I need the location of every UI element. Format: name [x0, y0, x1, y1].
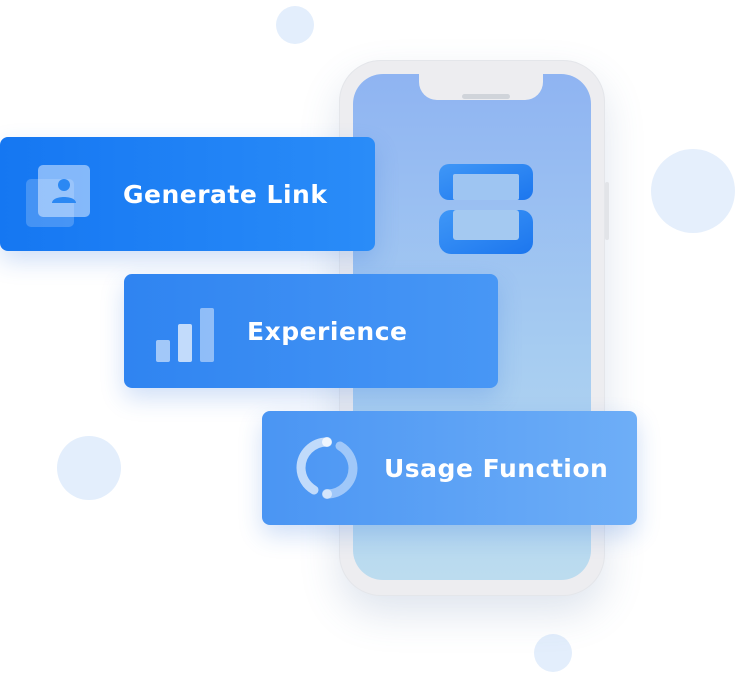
- phone-speaker: [462, 94, 510, 99]
- phone-side-button: [605, 182, 609, 240]
- decor-dot-top: [276, 6, 314, 44]
- decor-dot-bottom: [534, 634, 572, 672]
- experience-card[interactable]: Experience: [124, 274, 498, 388]
- scan-frame-icon: [439, 164, 533, 254]
- generate-link-card[interactable]: Generate Link: [0, 137, 375, 251]
- generate-link-label: Generate Link: [123, 179, 328, 209]
- refresh-icon: [296, 437, 358, 499]
- usage-function-card[interactable]: Usage Function: [262, 411, 637, 525]
- user-card-icon: [26, 165, 90, 227]
- decor-dot-left: [57, 436, 121, 500]
- usage-function-label: Usage Function: [384, 453, 609, 483]
- experience-label: Experience: [247, 316, 408, 346]
- decor-dot-right: [651, 149, 735, 233]
- signal-bars-icon: [156, 308, 214, 362]
